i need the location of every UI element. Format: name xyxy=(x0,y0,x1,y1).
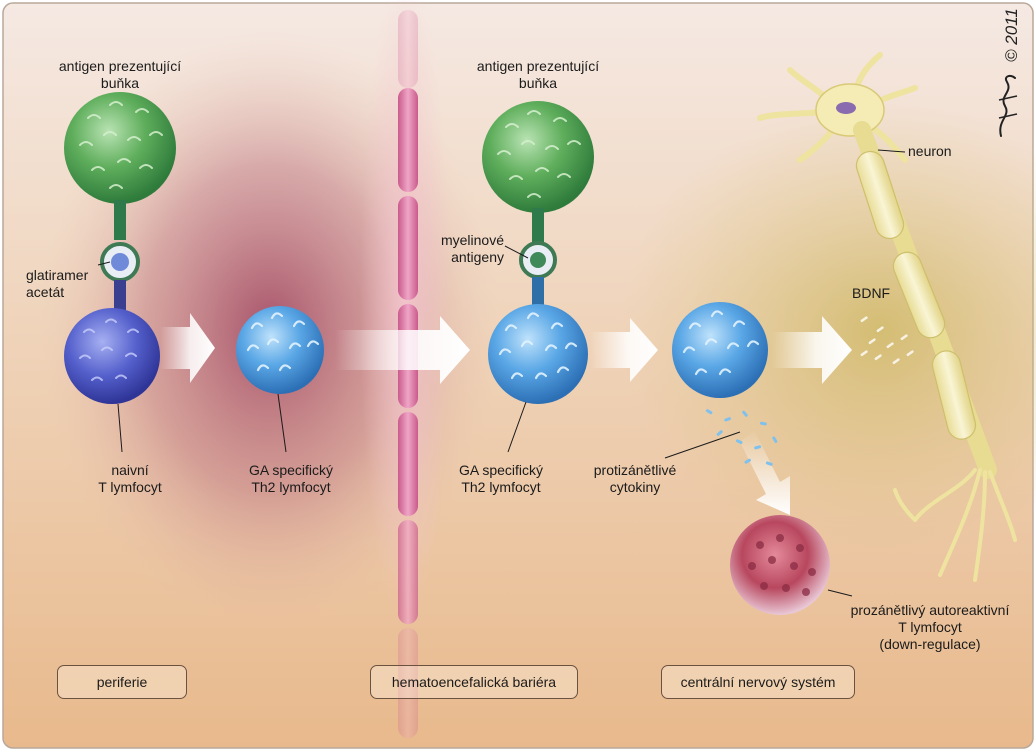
bdnf-label: BDNF xyxy=(852,285,891,301)
naive-receptor xyxy=(114,280,126,312)
apc-left-receptor xyxy=(114,200,126,240)
neuron-label: neuron xyxy=(908,143,952,159)
region-barrier: hematoencefalická bariéra xyxy=(370,665,578,699)
bdnf-particles xyxy=(860,316,914,365)
region-cns: centrální nervový systém xyxy=(661,665,855,699)
th2-right-receptor xyxy=(532,277,544,307)
naive-t-cell xyxy=(64,308,160,404)
copyright-text: © 2011 xyxy=(1002,8,1021,62)
th2-left-cell xyxy=(236,306,324,394)
artist-signature xyxy=(998,74,1018,137)
arrow-naive-to-th2 xyxy=(160,313,215,383)
cytokine-particles xyxy=(705,409,778,466)
apc-right-receptor xyxy=(532,208,544,242)
arrow-th2-to-th2 xyxy=(590,318,658,382)
myelin-complex xyxy=(519,241,557,279)
th2-right-cell xyxy=(488,304,588,404)
apc-left-cell xyxy=(64,92,176,204)
autoreactive-t-cell xyxy=(730,515,830,615)
neuron-cell xyxy=(757,52,1017,582)
region-periphery: periferie xyxy=(57,665,187,699)
arrow-to-neuron xyxy=(772,316,852,384)
leader-lines xyxy=(97,149,906,597)
arrow-to-autoreactive xyxy=(740,430,790,515)
th2-cns-cell xyxy=(672,302,768,398)
apc-right-cell xyxy=(482,101,594,213)
glatiramer-complex xyxy=(100,242,140,282)
arrow-across-barrier xyxy=(335,316,470,384)
